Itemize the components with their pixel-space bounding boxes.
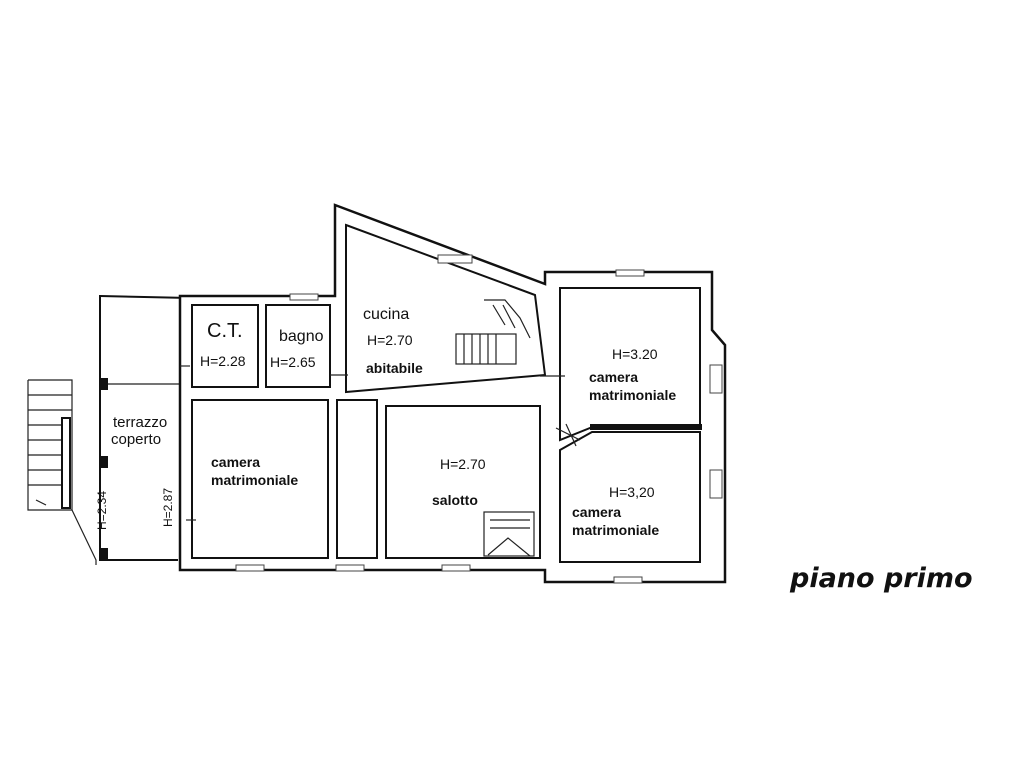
room-terrazzo: terrazzo coperto H=2.34 H=2.87	[95, 414, 175, 530]
svg-text:camera: camera	[211, 454, 260, 470]
room-cucina: cucina H=2.70 abitabile	[363, 306, 423, 376]
kitchen-staircase	[455, 299, 531, 365]
interior-walls	[191, 223, 702, 563]
svg-text:camera: camera	[572, 504, 621, 520]
svg-text:matrimoniale: matrimoniale	[572, 522, 659, 538]
svg-text:H=2.87: H=2.87	[161, 488, 175, 527]
salotto-staircase	[483, 511, 535, 557]
svg-text:H=2.65: H=2.65	[270, 354, 316, 370]
svg-text:H=3,20: H=3,20	[609, 484, 655, 500]
svg-text:matrimoniale: matrimoniale	[211, 472, 298, 488]
terrace-area	[99, 295, 191, 561]
svg-text:H=3.20: H=3.20	[612, 346, 658, 362]
svg-text:terrazzo: terrazzo	[113, 414, 167, 431]
svg-text:C.T.: C.T.	[207, 320, 243, 342]
room-salotto: H=2.70 salotto	[432, 456, 486, 508]
room-ct: C.T. H=2.28	[200, 320, 246, 369]
svg-text:H=2.28: H=2.28	[200, 353, 246, 369]
svg-text:bagno: bagno	[279, 328, 324, 345]
room-bagno: bagno H=2.65	[270, 328, 324, 370]
svg-text:coperto: coperto	[111, 431, 161, 448]
room-camera-west: camera matrimoniale	[211, 454, 298, 488]
plan-title: piano primo	[789, 563, 973, 594]
svg-text:H=2.34: H=2.34	[95, 491, 109, 530]
svg-text:camera: camera	[589, 369, 638, 385]
openings	[180, 254, 723, 584]
svg-text:H=2.70: H=2.70	[440, 456, 486, 472]
room-camera-southeast: H=3,20 camera matrimoniale	[572, 484, 659, 538]
svg-text:H=2.70: H=2.70	[367, 332, 413, 348]
svg-text:cucina: cucina	[363, 306, 409, 323]
svg-text:salotto: salotto	[432, 492, 478, 508]
svg-text:matrimoniale: matrimoniale	[589, 387, 676, 403]
room-camera-northeast: H=3.20 camera matrimoniale	[589, 346, 676, 403]
svg-text:abitabile: abitabile	[366, 360, 423, 376]
exterior-staircase	[27, 379, 97, 565]
